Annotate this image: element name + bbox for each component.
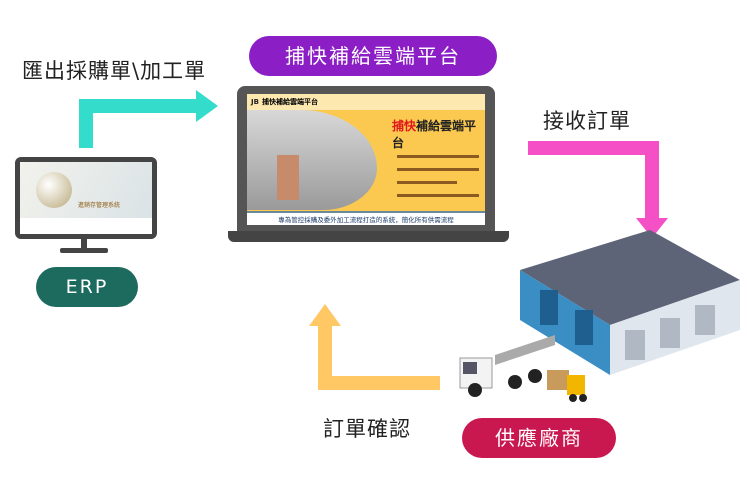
warehouse-photo (247, 110, 377, 210)
boxes-image (277, 155, 299, 200)
logo: JB (251, 98, 259, 106)
arrow-export (79, 99, 200, 148)
arrow-receive (528, 141, 659, 222)
warehouse-icon (520, 230, 740, 375)
arrow-export-head (196, 90, 218, 122)
export-label: 匯出採購單\加工單 (22, 59, 207, 83)
supplier-badge: 供應廠商 (462, 418, 616, 458)
arrow-confirm-head (309, 304, 341, 326)
feature-list (389, 149, 479, 197)
globe-image (36, 172, 72, 208)
laptop: JB 捕快補給雲端平台 捕快補給雲端平台 專為管控採購及委外加工流程打造的系統，… (237, 86, 495, 231)
screen-header-title: 捕快補給雲端平台 (261, 98, 318, 106)
erp-monitor: 進銷存管理系統 (15, 157, 157, 239)
arrow-confirm (318, 322, 440, 390)
arrow-receive-head (636, 218, 668, 238)
truck-icon (459, 335, 587, 402)
screen-footer: 專為管控採購及委外加工流程打造的系統，簡化所有供需流程 (247, 211, 485, 225)
monitor-neck (81, 239, 87, 249)
platform-screen: JB 捕快補給雲端平台 捕快補給雲端平台 專為管控採購及委外加工流程打造的系統，… (247, 94, 485, 225)
confirm-label: 訂單確認 (323, 417, 411, 441)
platform-badge: 捕快補給雲端平台 (249, 36, 497, 76)
erp-screen: 進銷存管理系統 (20, 162, 152, 234)
hero-title: 捕快補給雲端平台 (392, 119, 477, 150)
erp-badge: ERP (36, 267, 138, 307)
erp-title: 進銷存管理系統 (78, 202, 121, 209)
receive-label: 接收訂單 (543, 109, 631, 133)
screen-header: JB 捕快補給雲端平台 (247, 94, 485, 110)
laptop-base (228, 231, 509, 242)
monitor-stand (60, 248, 108, 253)
